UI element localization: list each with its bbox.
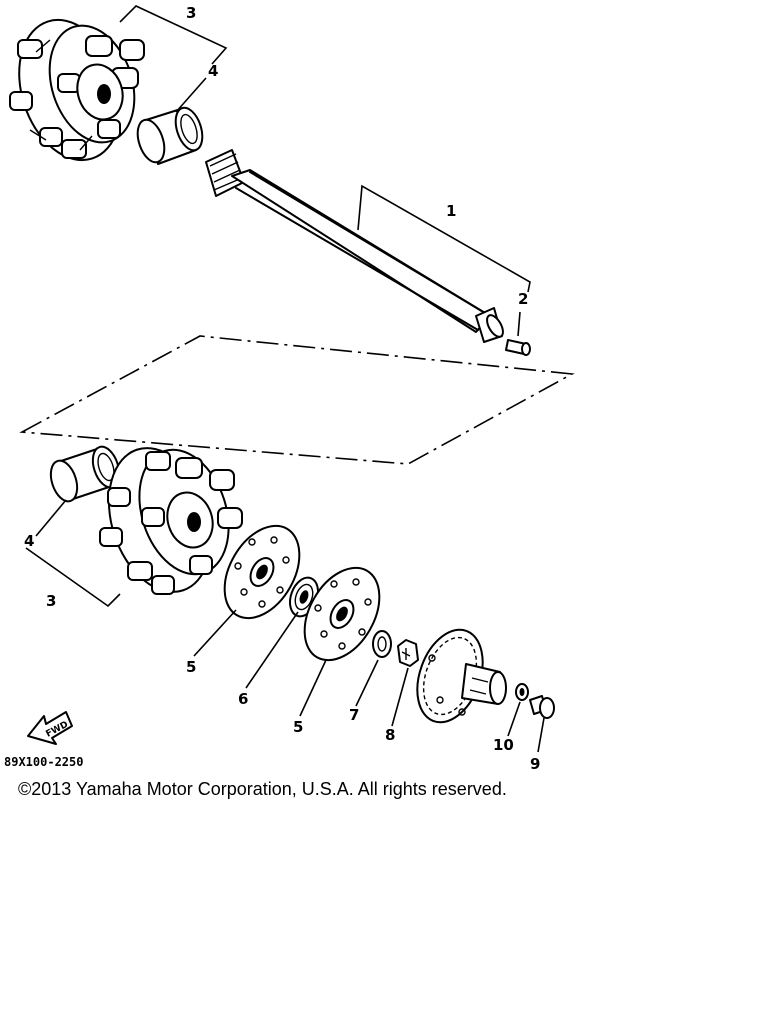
callout-plate-b: 5 [293, 718, 303, 736]
hub [416, 628, 507, 724]
callout-sprocket-top: 3 [186, 4, 196, 22]
forward-arrow-icon: FWD [27, 711, 73, 745]
callout-nut: 8 [385, 726, 395, 744]
callout-plate-a: 5 [186, 658, 196, 676]
figure-number: 89X100-2250 [4, 755, 83, 769]
callout-bearing: 6 [238, 690, 248, 708]
callout-bolt: 9 [530, 755, 540, 773]
drive-shaft [205, 149, 504, 343]
washer [372, 630, 392, 658]
callout-sprocket-bottom: 3 [46, 592, 56, 610]
callout-shaft: 1 [446, 202, 456, 220]
drive-sprocket-top [9, 18, 145, 162]
collar-bottom [49, 445, 121, 503]
copyright-notice: ©2013 Yamaha Motor Corporation, U.S.A. A… [18, 779, 507, 799]
callout-lock-washer: 10 [493, 736, 514, 754]
lock-washer [515, 683, 529, 701]
drive-sprocket-bottom [99, 447, 243, 595]
callout-labels: 1 2 3 4 3 4 5 6 5 7 8 10 9 [24, 4, 540, 773]
callout-collar-bottom: 4 [24, 532, 34, 550]
callout-pin: 2 [518, 290, 528, 308]
callout-collar-top: 4 [208, 62, 218, 80]
collar-top [136, 106, 204, 165]
pin [505, 339, 531, 356]
assembly-boundary [19, 335, 575, 465]
callout-washer: 7 [349, 706, 359, 724]
flange-plate-b [303, 566, 381, 662]
leader-lines [25, 5, 545, 753]
nut [397, 639, 419, 667]
flange-plate-a [223, 524, 301, 620]
bolt [529, 695, 555, 719]
